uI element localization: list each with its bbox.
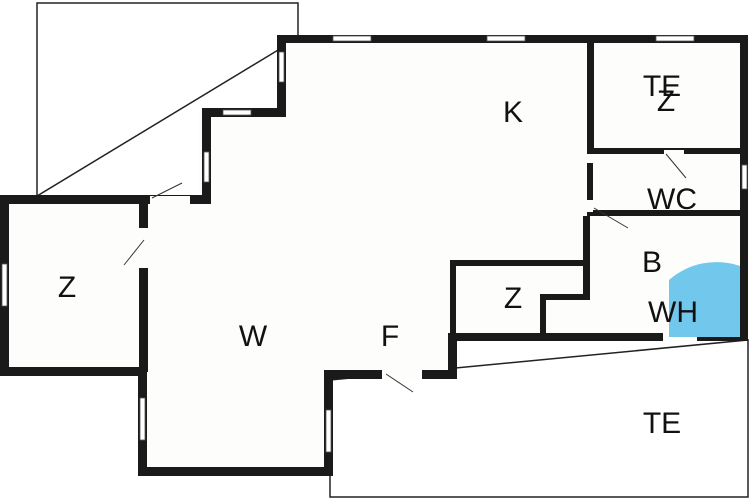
room-label-bedroom-left: Z (58, 271, 76, 304)
room-label-living: W (239, 320, 268, 353)
room-label-bath: B (642, 246, 662, 279)
room-label-kitchen: K (503, 96, 523, 129)
terrace-top-left-outline (36, 2, 299, 198)
room-label-water-heater: WH (648, 296, 698, 329)
main-floor (5, 38, 740, 470)
room-label-terrace-top-right: TE (643, 70, 681, 103)
water-heater-swing (669, 262, 740, 337)
room-label-wc: WC (647, 183, 697, 216)
room-label-bedroom-small: Z (504, 282, 522, 315)
room-label-terrace-bottom: TE (643, 407, 681, 440)
room-label-bedroom-top-right: Z (657, 85, 675, 118)
room-label-hall: F (381, 320, 399, 353)
windows (1, 35, 748, 453)
